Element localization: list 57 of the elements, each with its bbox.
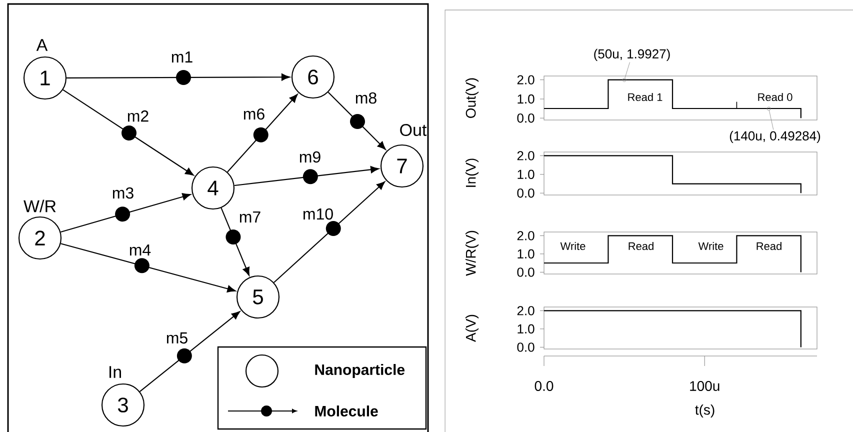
tick-label: 0.0 [517,188,534,198]
annotation-text: Read [628,242,654,250]
axis-title: In(V) [465,158,479,187]
tick-label: 1.0 [518,170,534,179]
molecule-arrow [328,92,386,150]
molecule-arrow [220,208,250,276]
tick-label: 0.0 [517,114,534,123]
edge-label: m7 [240,212,260,222]
point-marker [766,106,771,111]
axis-title: t(s) [695,404,714,418]
terminal-label: W/R [24,200,56,212]
tick-label: 2.0 [517,151,534,160]
terminal-label: In [109,366,121,378]
tick-label: 0.0 [534,381,554,391]
tick-label: 2.0 [517,75,534,84]
legend-text: Molecule [315,406,378,416]
annotation-text: Read 1 [628,92,662,102]
molecule-arrow [227,94,298,172]
tick-label: 1.0 [518,94,534,104]
tick-label: 0.0 [517,268,534,277]
molecule-arrow [60,243,236,292]
edge-label: m2 [128,110,148,122]
axis-title: Out(V) [465,78,479,118]
tick-label: 1.0 [518,324,534,334]
annotation-text: Read [756,242,782,250]
point-annotation: (140u, 0.49284) [730,130,820,144]
edge-label: m8 [356,92,376,104]
edge-label: m6 [244,108,264,120]
molecule-arrow [66,70,290,85]
molecule-arrow [139,311,240,392]
axis-title: A(V) [465,314,479,342]
point-marker [622,78,626,82]
tick-label: 0.0 [517,342,534,352]
molecule-arrow [234,166,380,186]
leader-line [624,62,630,78]
tick-label: 2.0 [517,306,534,316]
edge-label: m9 [300,151,320,163]
terminal-label: A [36,39,48,51]
molecule-arrow [274,181,386,283]
annotation-text: Read 0 [758,92,792,102]
edge-label: m3 [112,187,134,199]
molecule-arrow [60,193,191,233]
point-annotation: (50u, 1.9927) [594,48,670,62]
axis-title: W/R(V) [465,230,479,276]
edge-label: m4 [130,244,151,256]
annotation-text: Write [560,242,586,250]
tick-label: 100u [690,381,720,391]
tick-label: 1.0 [518,249,534,258]
terminal-label: Out [400,124,427,136]
annotation-text: Write [698,242,724,250]
edge-label: m1 [172,52,192,62]
edge-label: m5 [166,332,188,344]
leader-line [769,110,774,130]
edge-label: m10 [304,208,333,220]
molecule-arrow [62,89,194,176]
legend-text: Nanoparticle [315,364,405,378]
tick-label: 2.0 [517,231,534,240]
